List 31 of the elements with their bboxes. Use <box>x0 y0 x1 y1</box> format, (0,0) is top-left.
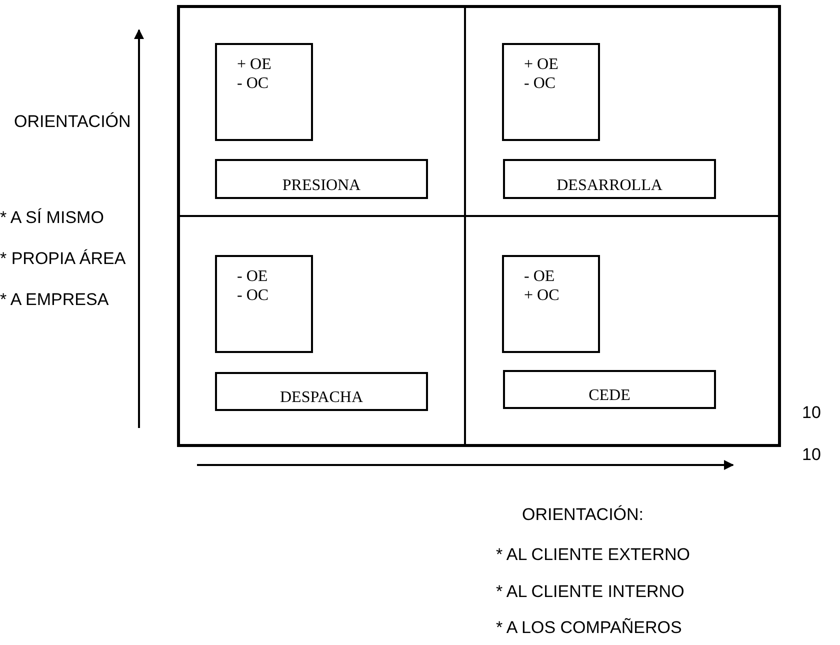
quadrant-frame <box>177 5 781 447</box>
style-label-box <box>503 370 716 409</box>
axis-item: * A LOS COMPAÑEROS <box>496 618 682 638</box>
score-text: - OC <box>237 74 270 93</box>
score-box <box>215 255 313 353</box>
score-text: - OE <box>524 267 556 286</box>
axis-item: * A EMPRESA <box>0 290 109 310</box>
score-box <box>502 255 600 353</box>
style-label-box <box>215 159 428 199</box>
axis-item: * PROPIA ÁREA <box>0 249 126 269</box>
style-name: DESARROLLA <box>556 176 662 195</box>
style-name: PRESIONA <box>282 176 361 195</box>
score-box <box>215 43 313 141</box>
score-text: + OE <box>237 55 272 74</box>
axis-title: ORIENTACIÓN: <box>522 505 644 525</box>
axis-title: ORIENTACIÓN <box>14 112 131 132</box>
axis-item: * A SÍ MISMO <box>0 208 104 228</box>
score-text: + OE <box>524 55 560 74</box>
score-text: - OC <box>237 286 270 305</box>
style-label-box <box>503 159 716 199</box>
score-box <box>502 43 600 141</box>
axis-item: * AL CLIENTE EXTERNO <box>496 545 690 565</box>
score-text: - OC <box>524 74 557 93</box>
score-text: - OE <box>237 267 269 286</box>
style-name: DESPACHA <box>280 388 363 407</box>
style-name: CEDE <box>588 386 630 405</box>
axis-item: * AL CLIENTE INTERNO <box>496 582 684 602</box>
style-label-box <box>215 372 428 411</box>
score-text: + OC <box>524 286 560 305</box>
scale-value: 10 <box>802 403 821 423</box>
scale-value: 10 <box>802 445 821 465</box>
